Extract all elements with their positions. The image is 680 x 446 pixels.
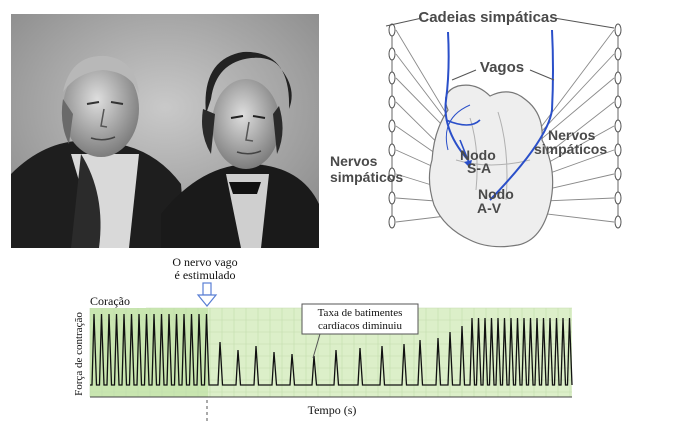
rate-annotation-line2: cardíacos diminuiu <box>318 320 403 332</box>
chain-ganglion <box>388 143 396 157</box>
chain-ganglion <box>388 23 396 37</box>
left-figure <box>11 55 186 248</box>
chain-ganglion <box>614 23 622 37</box>
rate-annotation-box <box>301 303 419 335</box>
portrait-photo <box>11 14 319 248</box>
sympathetic-nerves-left-line2: simpáticos <box>330 169 403 185</box>
sympathetic-nerves-right-line2: simpáticos <box>534 141 607 157</box>
sympathetic-nerves-left-line1: Nervos <box>330 153 378 169</box>
chain-ganglion <box>388 71 396 85</box>
rate-annotation-line1: Taxa de batimentes <box>318 307 403 319</box>
right-figure <box>161 51 319 248</box>
contraction-trace <box>90 313 573 386</box>
chain-ganglion <box>388 47 396 61</box>
sympathetic-nerves-right-line1: Nervos <box>548 127 596 143</box>
heart-label: Coração <box>90 294 130 308</box>
sa-node-arrow <box>464 160 472 168</box>
x-axis-label: Tempo (s) <box>308 403 357 417</box>
heart-outline <box>428 84 554 248</box>
chain-ganglion <box>614 167 622 181</box>
contraction-trace-figure: O nervo vago é estimulado Coração Taxa d… <box>73 255 573 422</box>
sympathetic-chain-lines <box>388 23 622 229</box>
vagus-nerve-left <box>444 31 469 161</box>
stimulus-arrow-icon <box>196 282 218 307</box>
y-axis-label: Força de contração <box>73 312 85 396</box>
chain-ganglion <box>614 95 622 109</box>
chain-ganglion <box>614 191 622 205</box>
vagus-nerve-right <box>489 29 554 201</box>
stimulus-annotation-line2: é estimulado <box>175 268 236 282</box>
chain-ganglion <box>388 95 396 109</box>
vagi-label: Vagos <box>480 59 524 76</box>
av-node-label-line1: Nodo <box>478 186 514 202</box>
chain-ganglion <box>388 119 396 133</box>
chain-ganglion <box>614 119 622 133</box>
sa-node-label-line1: Nodo <box>460 147 496 163</box>
sympathetic-chains-label: Cadeias simpáticas <box>418 9 557 26</box>
chain-ganglion <box>614 71 622 85</box>
chain-ganglion <box>614 143 622 157</box>
chain-ganglion <box>388 215 396 229</box>
sa-node-label-line2: S-A <box>467 160 491 176</box>
chain-ganglion <box>614 47 622 61</box>
chain-ganglion <box>388 191 396 205</box>
av-node-label-line2: A-V <box>477 200 502 216</box>
chain-ganglion <box>614 215 622 229</box>
heart-innervation-diagram: Cadeias simpáticas Vagos Nervos simpátic… <box>330 9 622 248</box>
stimulus-annotation-line1: O nervo vago <box>172 255 237 269</box>
